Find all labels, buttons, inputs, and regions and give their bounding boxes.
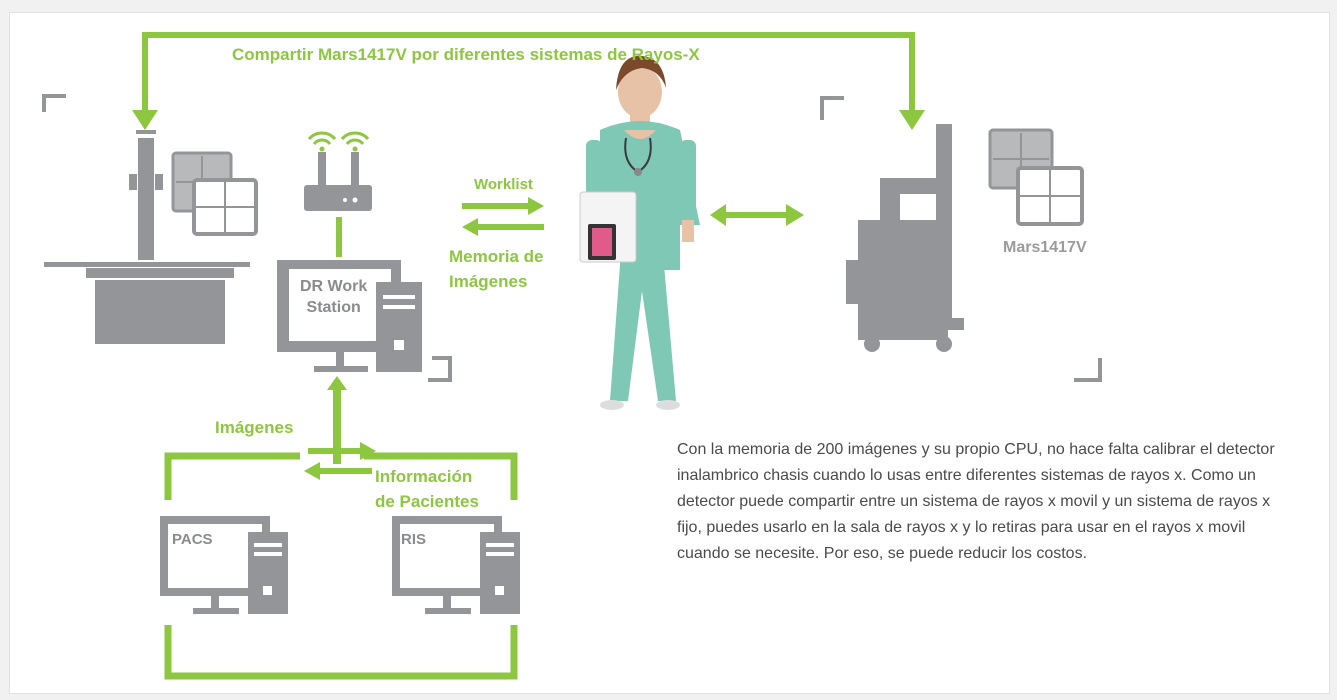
nurse-with-tablet-image (579, 55, 700, 410)
patient-info-line1: Información (375, 467, 473, 486)
detector-label: Mars1417V (1003, 239, 1087, 256)
patient-info-line2: de Pacientes (375, 492, 479, 511)
upload-arrow (327, 376, 347, 464)
router-link (336, 217, 342, 257)
pacs-label: PACS (172, 531, 213, 548)
wireless-router-icon (304, 152, 372, 211)
workstation-computer-icon (277, 260, 422, 372)
images-label: Imágenes (215, 418, 294, 437)
share-arrow (132, 32, 925, 130)
exchange-arrows (304, 442, 376, 480)
wifi-signal-icon (307, 131, 370, 152)
memory-label-line2: Imágenes (449, 272, 528, 291)
workstation-label-line2: Station (306, 299, 361, 316)
bidirectional-arrow (710, 204, 804, 226)
mobile-xray-system-icon (846, 124, 964, 352)
detector-panels-icon (171, 151, 258, 236)
ris-label: RIS (401, 531, 427, 548)
detector-panels-icon (988, 128, 1084, 226)
worklist-label: Worklist (474, 176, 533, 193)
workstation-label-line1: DR Work (300, 278, 368, 295)
memory-label-line1: Memoria de (449, 247, 544, 266)
share-title: Compartir Mars1417V por diferentes siste… (232, 45, 700, 64)
pacs-computer-icon (160, 516, 288, 614)
workstation-label: DR Work Station (300, 276, 367, 318)
ris-computer-icon (392, 516, 520, 614)
fixed-xray-system-icon (44, 130, 250, 344)
worklist-arrows (462, 197, 544, 236)
patient-info-label: Información de Pacientes (375, 464, 479, 514)
memory-label: Memoria de Imágenes (449, 244, 543, 294)
network-frame (164, 452, 518, 680)
description-text: Con la memoria de 200 imágenes y su prop… (677, 441, 1275, 562)
corner-bracket-icon (42, 94, 1102, 382)
